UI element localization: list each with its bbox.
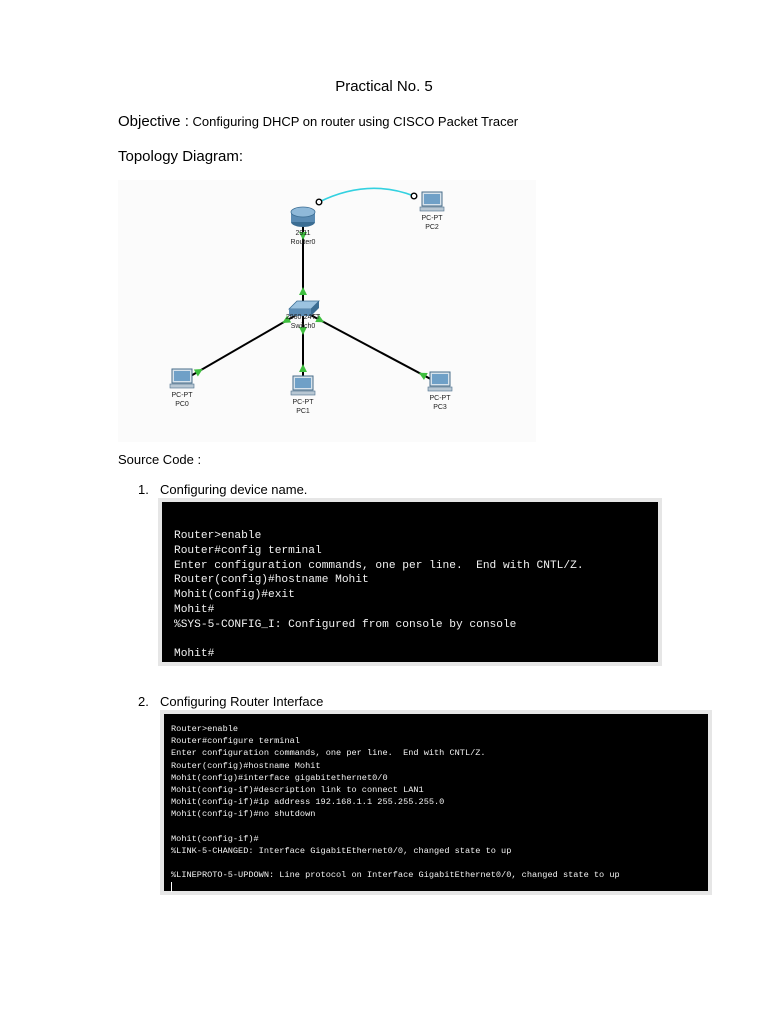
pc-icon xyxy=(290,390,316,396)
device-model-label: PC-PT xyxy=(422,215,444,222)
pc-icon xyxy=(424,194,440,204)
link-status-arrow xyxy=(418,372,428,381)
device-name-label: PC1 xyxy=(296,408,310,415)
terminal-line xyxy=(171,857,620,869)
switch-icon xyxy=(289,309,311,316)
device-name-label: PC2 xyxy=(425,224,439,231)
step-number: 1. xyxy=(138,482,149,497)
topology-heading: Topology Diagram: xyxy=(118,148,244,165)
copper-link xyxy=(302,310,441,385)
pc-icon xyxy=(419,206,445,212)
terminal-line: Router#configure terminal xyxy=(171,736,300,747)
terminal-line: Mohit# xyxy=(174,648,215,661)
terminal-line: Mohit# xyxy=(174,603,215,616)
terminal-line: Mohit(config-if)# xyxy=(171,833,259,844)
page-title: Practical No. 5 xyxy=(335,78,433,95)
terminal-line: Router#config terminal xyxy=(174,544,322,557)
link-status-arrow xyxy=(193,368,203,377)
source-code-label: Source Code : xyxy=(118,452,202,467)
link-status-arrow xyxy=(299,364,307,372)
terminal-line: Mohit(config-if)#ip address 192.168.1.1 … xyxy=(171,797,445,808)
terminal-line xyxy=(174,633,584,648)
link-endpoint xyxy=(410,192,418,200)
link-status-arrow xyxy=(299,287,307,295)
terminal-line: %SYS-5-CONFIG_I: Configured from console… xyxy=(174,618,517,631)
device-name-label: PC0 xyxy=(175,401,189,408)
pc-icon xyxy=(169,383,195,389)
pc-icon xyxy=(432,374,448,384)
console-link xyxy=(318,187,415,203)
objective-label: Objective : xyxy=(118,113,189,130)
step-label: Configuring Router Interface xyxy=(160,694,324,709)
link-status-arrow xyxy=(282,315,292,324)
terminal-line: Mohit(config)#exit xyxy=(174,589,295,602)
device-name-label: Router0 xyxy=(291,239,316,246)
switch-icon xyxy=(311,301,319,316)
step-label: Configuring device name. xyxy=(160,482,308,497)
terminal-line: Mohit(config-if)#description link to con… xyxy=(171,785,424,796)
terminal-line: Router(config)#hostname Mohit xyxy=(171,760,321,771)
terminal-line: Router(config)#hostname Mohit xyxy=(174,574,369,587)
terminal-line: Enter configuration commands, one per li… xyxy=(171,748,486,759)
device-name-label: Switch0 xyxy=(291,323,316,330)
terminal-line: Router>enable xyxy=(174,530,262,542)
terminal-line: Router>enable xyxy=(171,724,239,734)
terminal-line: %LINEPROTO-5-UPDOWN: Line protocol on In… xyxy=(171,870,620,881)
device-model-label: PC-PT xyxy=(293,399,315,406)
step-1: 1. Configuring device name. xyxy=(138,482,307,497)
objective-text: Configuring DHCP on router using CISCO P… xyxy=(192,114,519,129)
pc-icon xyxy=(174,371,190,381)
terminal-line xyxy=(171,821,620,833)
step-number: 2. xyxy=(138,694,149,709)
terminal-line: Enter configuration commands, one per li… xyxy=(174,559,584,572)
device-model-label: 2911 xyxy=(295,230,310,237)
link-status-arrow xyxy=(299,232,307,240)
terminal-line: Mohit(config-if)#no shutdown xyxy=(171,809,316,820)
step-2: 2. Configuring Router Interface xyxy=(138,694,323,709)
link-status-arrow xyxy=(299,327,307,335)
device-name-label: PC3 xyxy=(433,404,447,411)
link-endpoint xyxy=(315,198,323,206)
device-model-label: 2960-24TT xyxy=(286,314,321,321)
router-icon xyxy=(290,206,316,218)
link-status-arrow xyxy=(315,314,325,323)
text-cursor xyxy=(171,881,172,892)
pc-icon xyxy=(295,378,311,388)
device-model-label: PC-PT xyxy=(172,392,194,399)
terminal-line: Mohit(config)#interface gigabitethernet0… xyxy=(171,772,388,783)
pc-icon xyxy=(427,386,453,392)
terminal-line: %LINK-5-CHANGED: Interface GigabitEthern… xyxy=(171,846,512,857)
objective: Objective : Configuring DHCP on router u… xyxy=(118,113,518,130)
device-model-label: PC-PT xyxy=(430,395,452,402)
